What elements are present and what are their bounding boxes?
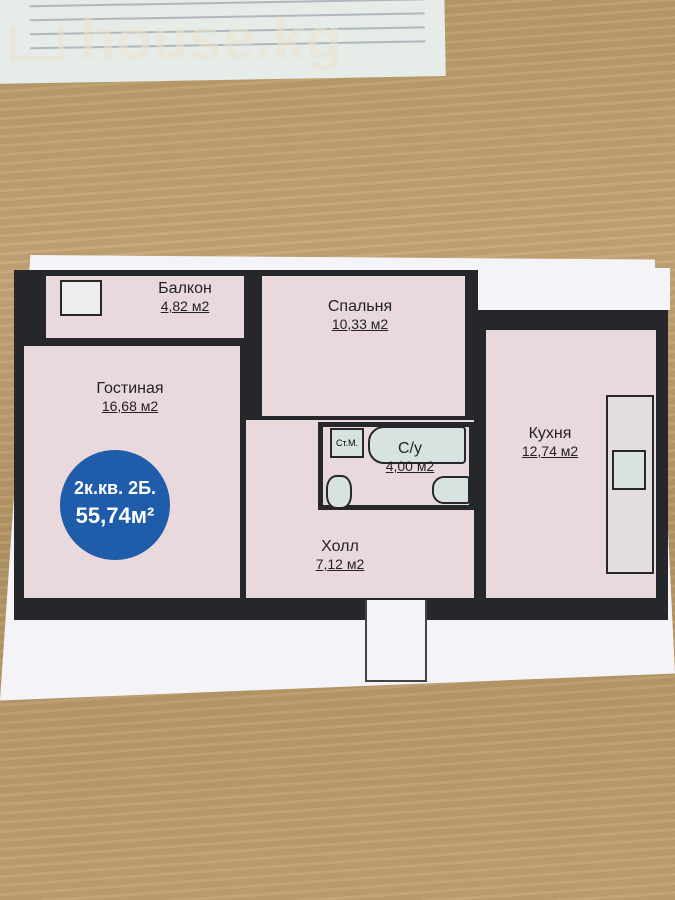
- entry-door: [365, 600, 427, 682]
- room-area: 4,00 м2: [385, 458, 435, 474]
- exterior-gap: [478, 268, 670, 310]
- room-area: 4,82 м2: [160, 298, 210, 314]
- apartment-total-area: 55,74м²: [75, 503, 155, 528]
- room-name: Балкон: [158, 280, 212, 297]
- room-name: Холл: [321, 538, 359, 555]
- room-area: 7,12 м2: [315, 556, 365, 572]
- room-area: 12,74 м2: [521, 443, 579, 459]
- bathtub: [368, 426, 466, 464]
- room-name: С/у: [398, 440, 422, 457]
- apartment-type: 2к.кв. 2Б.: [73, 478, 157, 498]
- room-bedroom: [262, 276, 465, 416]
- room-name: Спальня: [327, 298, 393, 315]
- stove: [612, 450, 646, 490]
- room-name: Гостиная: [96, 380, 164, 397]
- sink: [326, 475, 352, 509]
- house-logo-icon: [10, 26, 64, 62]
- apartment-badge: 2к.кв. 2Б. 55,74м²: [60, 450, 170, 560]
- washer: Ст.М.: [330, 428, 364, 458]
- room-name: Кухня: [528, 425, 572, 442]
- watermark: house.kg: [80, 7, 343, 72]
- toilet: [432, 476, 470, 504]
- room-area: 10,33 м2: [331, 316, 389, 332]
- room-area: 16,68 м2: [101, 398, 159, 414]
- balcony-fixture: [60, 280, 102, 316]
